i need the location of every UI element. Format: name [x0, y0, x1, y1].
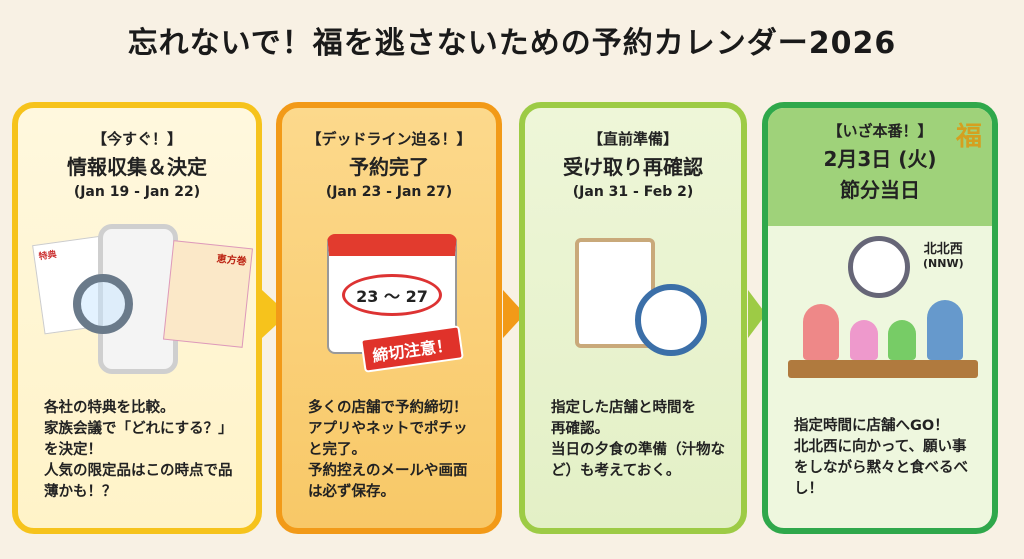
family-compass-illustration: 北北西 (NNW): [768, 230, 992, 410]
compass-icon: [848, 236, 910, 298]
arrow-right-icon: [748, 290, 766, 338]
direction-label: 北北西: [923, 242, 963, 257]
ehomaki-flyer: 恵方巻: [162, 240, 254, 348]
date-range-circle: 23 〜 27: [342, 274, 442, 316]
step-card-1: 【今すぐ！】 情報収集＆決定 (Jan 19 - Jan 22) 特典 恵方巻 …: [12, 102, 262, 534]
magnifier-icon: [73, 274, 133, 334]
step-title: 情報収集＆決定: [67, 155, 207, 179]
step-dates: (Jan 23 - Jan 27): [325, 184, 453, 200]
checklist-clock-illustration: [525, 214, 741, 394]
step-tag: 【デッドライン迫る！】: [306, 130, 472, 148]
step-subtitle: 節分当日: [840, 178, 920, 202]
step-tag: 【直前準備】: [587, 130, 678, 148]
calendar-illustration: 23 〜 27 締切注意！: [282, 214, 496, 394]
step-tag: 【いざ本番！】: [827, 122, 933, 140]
step-card-4: 福 【いざ本番！】 2月3日 (火) 節分当日 北北西 (NNW) 指定時間に店…: [762, 102, 998, 534]
clock-icon: [635, 284, 707, 356]
step-title: 2月3日 (火): [823, 147, 937, 171]
step-tag: 【今すぐ！】: [91, 130, 182, 148]
step-card-2: 【デッドライン迫る！】 予約完了 (Jan 23 - Jan 27) 23 〜 …: [276, 102, 502, 534]
fuku-badge: 福: [955, 122, 982, 152]
family-icon: [798, 300, 968, 360]
step-description: 指定時間に店舗へGO！ 北北西に向かって、願い事をしながら黙々と食べるべし！: [794, 418, 968, 497]
step-title: 予約完了: [349, 155, 429, 179]
phone-flyer-illustration: 特典 恵方巻: [18, 214, 256, 394]
step-description: 各社の特典を比較。 家族会議で「どれにする？」を決定！ 人気の限定品はこの時点で…: [44, 400, 233, 500]
step-card-3: 【直前準備】 受け取り再確認 (Jan 31 - Feb 2) 指定した店舗と時…: [519, 102, 747, 534]
step-dates: (Jan 31 - Feb 2): [572, 184, 694, 200]
step-dates: (Jan 19 - Jan 22): [73, 184, 201, 200]
step-description: 多くの店舗で予約締切！ アプリやネットでポチッと完了。 予約控えのメールや画面は…: [308, 400, 468, 500]
step-title: 受け取り再確認: [563, 155, 703, 179]
page-title: 忘れないで！福を逃さないための予約カレンダー2026: [127, 26, 897, 61]
step-description: 指定した店舗と時間を 再確認。 当日の夕食の準備（汁物など）も考えておく。: [551, 400, 725, 479]
table-icon: [788, 360, 978, 378]
direction-en-label: (NNW): [923, 257, 964, 270]
